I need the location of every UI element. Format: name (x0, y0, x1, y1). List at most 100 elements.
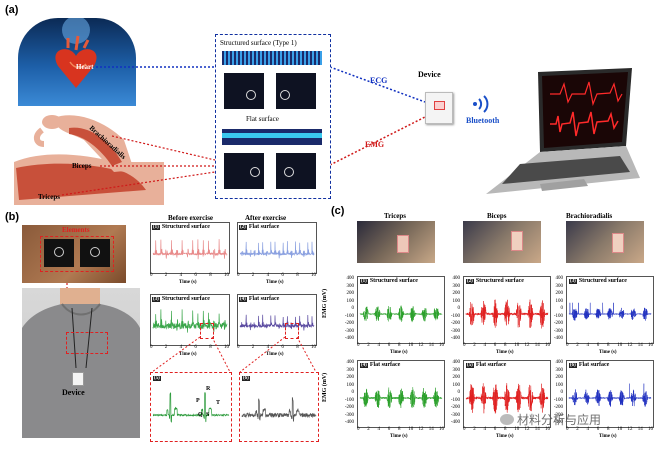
x-tick-label: 6 (281, 273, 284, 278)
y-tick-label: -300 (344, 328, 354, 334)
ecg-zoom-trace-6 (241, 397, 317, 422)
person-device-label: Device (62, 388, 85, 397)
x-tick-label: 8 (209, 273, 212, 278)
x-axis-label: Time (s) (496, 434, 514, 439)
emg-plot-6-tag: (6)Flat surface (569, 362, 610, 368)
bluetooth-label: Bluetooth (466, 116, 500, 125)
x-tick-label: 8 (209, 345, 212, 350)
ecg-trace-2 (239, 241, 315, 259)
y-tick-label: -100 (450, 397, 460, 403)
emg-plot-6 (566, 360, 654, 428)
emg-plot-1-tag: (1)Structured surface (360, 278, 418, 284)
y-tick-label: 200 (346, 375, 355, 380)
x-tick-label: 2 (576, 427, 579, 432)
ecg-trace-1 (152, 239, 228, 260)
y-tick-label: 0 (457, 306, 461, 311)
pqrst-s: S (206, 412, 210, 418)
x-tick-label: 16 (439, 343, 444, 348)
x-tick-label: 10 (311, 273, 316, 278)
heart-illustration (18, 18, 136, 106)
x-tick-label: 2 (164, 273, 168, 278)
x-tick-label: 2 (473, 427, 476, 432)
x-tick-label: 14 (637, 427, 643, 432)
y-tick-label: -200 (450, 405, 460, 410)
y-tick-label: -200 (344, 321, 354, 326)
y-tick-label: 300 (555, 367, 564, 373)
x-tick-label: 12 (627, 427, 633, 432)
pqrst-r: R (206, 386, 211, 392)
y-tick-label: -100 (553, 397, 563, 403)
y-tick-label: 0 (351, 306, 355, 311)
x-tick-label: 6 (596, 427, 600, 432)
y-tick-label: 0 (560, 306, 564, 311)
laptop-illustration (480, 66, 640, 196)
x-tick-label: 4 (179, 273, 183, 278)
x-axis-label: Time (s) (179, 352, 197, 357)
flat-surface-cross-section (222, 129, 322, 145)
y-tick-label: 100 (346, 382, 355, 388)
y-tick-label: 100 (452, 298, 461, 304)
x-tick-label: 0 (566, 427, 569, 432)
elements-label: Elements (62, 226, 90, 234)
muscle-label-brachioradialis: Brachioradialis (566, 212, 613, 220)
flat-surface-label: Flat surface (246, 115, 279, 123)
x-tick-label: 6 (194, 273, 197, 278)
y-tick-label: -400 (553, 420, 563, 425)
x-tick-label: 10 (224, 345, 229, 350)
y-tick-label: -300 (553, 328, 563, 334)
x-tick-label: 12 (418, 427, 424, 432)
x-tick-label: 10 (617, 427, 623, 432)
ecg-trace-4 (239, 314, 315, 331)
x-tick-label: 2 (473, 343, 476, 348)
x-tick-label: 16 (648, 427, 653, 432)
y-tick-label: 0 (457, 390, 461, 395)
y-tick-label: -400 (344, 420, 354, 425)
y-tick-label: -200 (553, 321, 563, 326)
pqrst-q: Q (198, 412, 203, 418)
emg-plot-4 (357, 360, 445, 428)
x-tick-label: 10 (311, 345, 316, 350)
x-tick-label: 2 (367, 343, 370, 348)
before-exercise-label: Before exercise (168, 214, 214, 222)
emg-trace-3 (568, 302, 652, 322)
muscle-label-triceps: Triceps (384, 212, 407, 220)
muscle-photo-brachioradialis (566, 221, 644, 263)
emg-plot-4-tag: (4)Flat surface (360, 362, 401, 368)
y-tick-label: 100 (452, 382, 461, 388)
x-tick-label: 8 (398, 343, 401, 348)
x-tick-label: 6 (387, 343, 391, 348)
x-axis-label: Time (s) (599, 434, 617, 439)
triceps-label: Triceps (38, 193, 61, 201)
y-tick-label: 400 (346, 360, 355, 365)
electrode-snap (90, 247, 100, 257)
arm-illustration (14, 110, 164, 205)
x-tick-label: 0 (150, 345, 153, 350)
x-tick-label: 16 (545, 343, 550, 348)
panel-b-label: (b) (5, 211, 20, 223)
x-tick-label: 14 (428, 343, 434, 348)
emg-plot-1 (357, 276, 445, 344)
x-tick-label: 8 (504, 427, 507, 432)
x-tick-label: 8 (607, 427, 610, 432)
x-tick-label: 6 (493, 343, 497, 348)
x-tick-label: 8 (296, 273, 299, 278)
x-tick-label: 2 (576, 343, 579, 348)
y-tick-label: 300 (452, 367, 461, 373)
y-tick-label: -100 (450, 313, 460, 319)
y-tick-label: 300 (452, 283, 461, 289)
zoom-region-4 (285, 323, 299, 339)
x-tick-label: 12 (524, 427, 530, 432)
ecg-zoom-trace-5 (152, 392, 230, 423)
x-axis-label: Time (s) (599, 350, 617, 355)
emg-trace-1 (359, 305, 443, 323)
